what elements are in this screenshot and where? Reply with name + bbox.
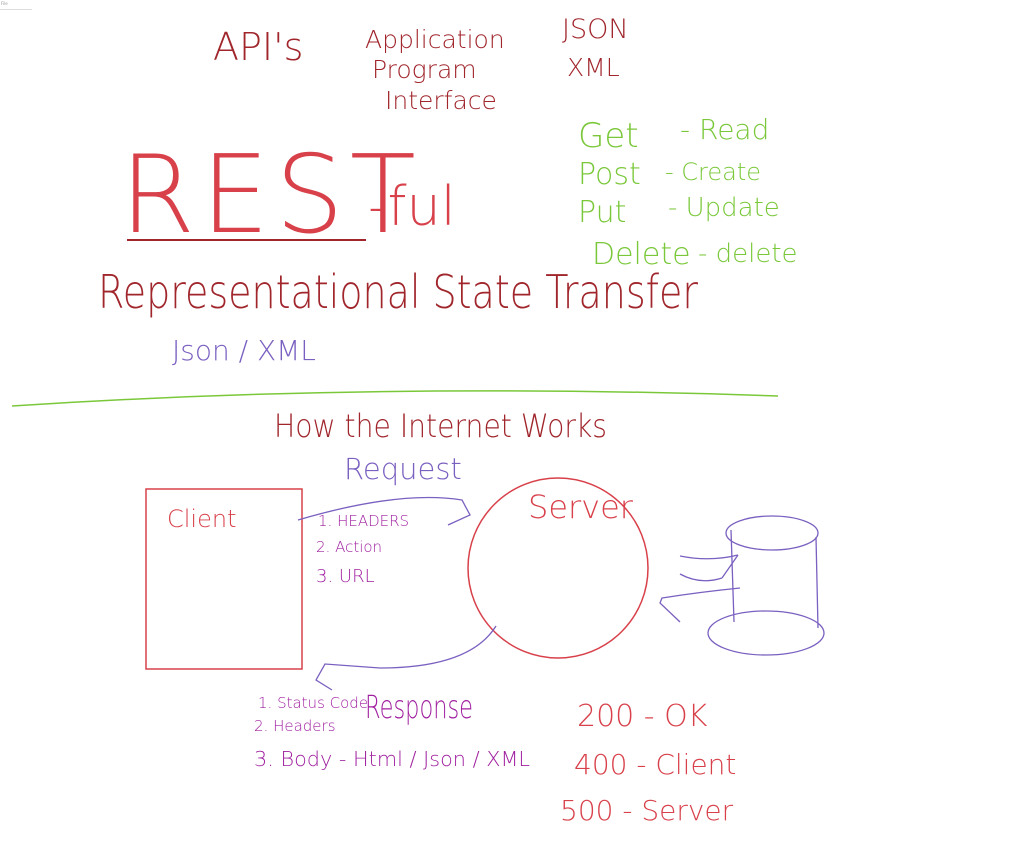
request-label: Request [344,452,462,486]
response-label: Response [365,688,473,726]
rest-big-label: REST [120,133,422,258]
server-circle [467,477,649,659]
request-item-1: 1. HEADERS [318,512,409,530]
rest-formats-label: Json / XML [172,334,316,367]
section-divider [11,390,779,407]
rest-full-label: Representational State Transfer [98,265,698,319]
status-200: 200 - OK [577,699,708,734]
server-to-db-arrow [659,587,741,623]
verb-get: Get [578,116,639,156]
verb-post: Post [578,157,641,192]
client-box [145,488,303,670]
program-label: Program [372,55,477,84]
verb-get-meaning: - Read [680,113,769,146]
internet-title: How the Internet Works [274,407,607,445]
request-item-3: 3. URL [316,566,375,587]
toolbar-tab-label: File [1,1,8,6]
apis-label: API's [213,25,303,69]
db-to-server-arrow [679,554,739,582]
client-label: Client [167,505,236,533]
server-label: Server [528,488,634,526]
verb-delete: Delete [592,237,691,272]
status-400: 400 - Client [574,748,736,781]
xml-label: XML [567,53,620,82]
application-label: Application [365,25,505,54]
verb-put: Put [578,195,626,230]
request-item-2: 2. Action [316,538,382,556]
interface-label: Interface [385,86,497,115]
status-500: 500 - Server [560,794,734,827]
response-item-3: 3. Body - Html / Json / XML [254,747,530,771]
response-item-2: 2. Headers [254,717,336,735]
json-label: JSON [562,14,629,45]
response-arrow [315,625,497,691]
response-item-1: 1. Status Code [258,694,368,712]
toolbar-tab[interactable]: File [0,0,32,10]
verb-delete-meaning: - delete [698,239,798,269]
database-icon [707,515,825,656]
request-arrow [297,496,471,526]
verb-post-meaning: - Create [665,158,761,186]
verb-put-meaning: - Update [668,193,780,223]
rest-suffix-label: -ful [368,175,456,238]
